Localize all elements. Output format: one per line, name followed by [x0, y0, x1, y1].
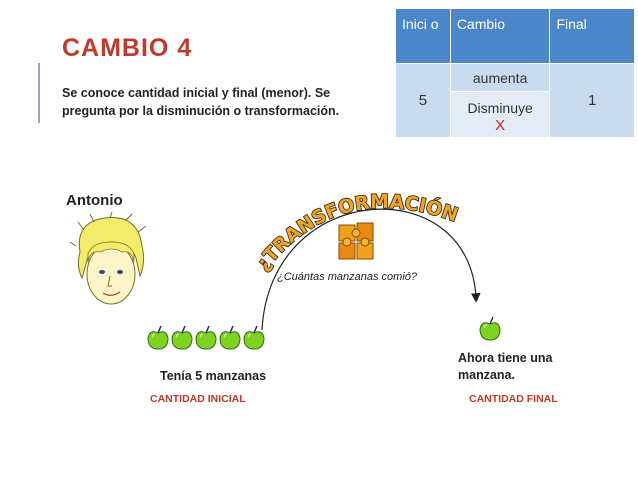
- initial-quantity-label: CANTIDAD INICIAL: [150, 393, 246, 405]
- cell-disminuye: Disminuye X: [449, 91, 551, 138]
- final-quantity-text: Ahora tiene una manzana.: [458, 351, 553, 382]
- green-apple-icon: [170, 325, 194, 351]
- cell-final-value: 1: [549, 63, 635, 138]
- question-text: ¿Cuántas manzanas comió?: [277, 271, 418, 283]
- initial-quantity-text: Tenía 5 manzanas: [160, 369, 267, 383]
- header-inicio: Inici o: [395, 8, 451, 64]
- green-apple-icon: [146, 325, 170, 351]
- selected-x-mark: X: [495, 116, 506, 134]
- green-apple-icon: [194, 325, 218, 351]
- cell-aumenta: aumenta: [449, 63, 551, 92]
- problem-description: Se conoce cantidad inicial y final (meno…: [62, 86, 340, 118]
- puzzle-icon: [338, 222, 374, 260]
- green-apple-icon: [218, 325, 242, 351]
- page-title: CAMBIO 4: [62, 34, 193, 62]
- header-final: Final: [549, 8, 635, 64]
- green-apple-icon: [478, 316, 502, 342]
- final-quantity-label: CANTIDAD FINAL: [469, 393, 558, 405]
- cell-inicio-value: 5: [395, 63, 451, 138]
- disminuye-label: Disminuye: [467, 99, 533, 116]
- header-cambio: Cambio: [449, 8, 551, 64]
- character-name: Antonio: [66, 192, 123, 209]
- accent-bar: [38, 63, 40, 123]
- change-table: Inici o Cambio Final 5 aumenta 1 Disminu…: [395, 8, 635, 138]
- green-apple-icon: [242, 325, 266, 351]
- hair-face-icon: [70, 212, 147, 305]
